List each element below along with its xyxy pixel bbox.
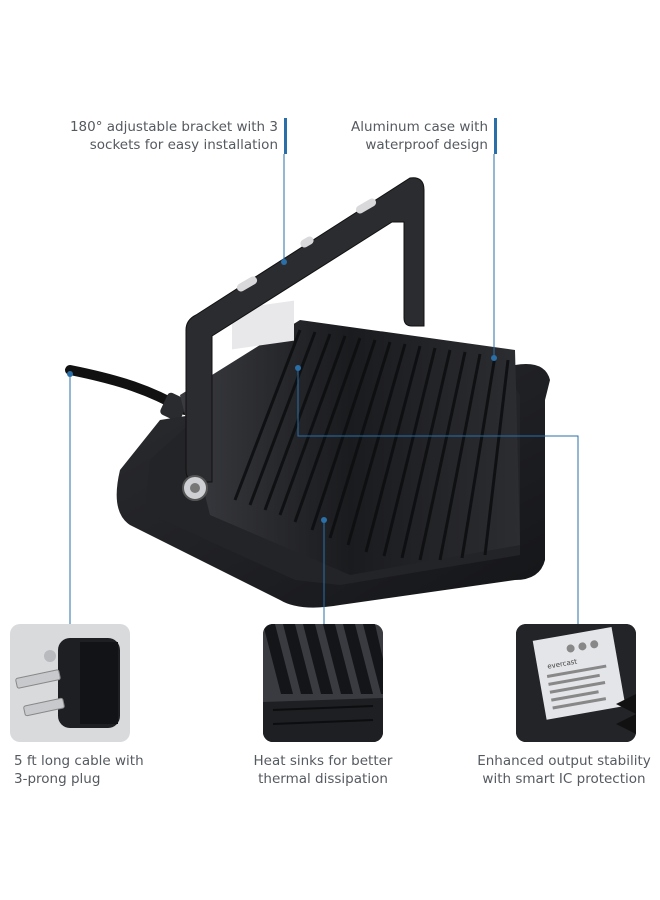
bracket-slot-2 <box>300 236 314 248</box>
cable-callout: 5 ft long cable with 3-prong plug <box>14 753 144 787</box>
bracket-slot-3 <box>236 276 258 292</box>
ic-callout: Enhanced output stability with smart IC … <box>477 753 651 787</box>
ic-spec-label <box>532 627 626 720</box>
bracket-callout: 180° adjustable bracket with 3 sockets f… <box>69 119 278 153</box>
plug-prong-1 <box>15 669 61 689</box>
cable-gland <box>160 392 188 422</box>
heat-sink <box>180 320 520 575</box>
heat-sink-thumbnail <box>263 624 383 742</box>
case-callout: Aluminum case with waterproof design <box>351 119 488 153</box>
plug-prong-2 <box>23 697 65 717</box>
bracket-slot-1 <box>355 198 377 214</box>
heat-sink-fins <box>233 329 510 561</box>
heat-sink-fin-closeup <box>263 624 383 694</box>
heatsink-callout: Heat sinks for better thermal dissipatio… <box>253 753 393 787</box>
case-accent-bar <box>494 118 497 154</box>
ic-label-thumbnail: evercast <box>516 624 636 742</box>
plug-thumbnail <box>10 624 130 742</box>
plug-ground-pin <box>44 650 56 662</box>
bracket-accent-bar <box>284 118 287 154</box>
